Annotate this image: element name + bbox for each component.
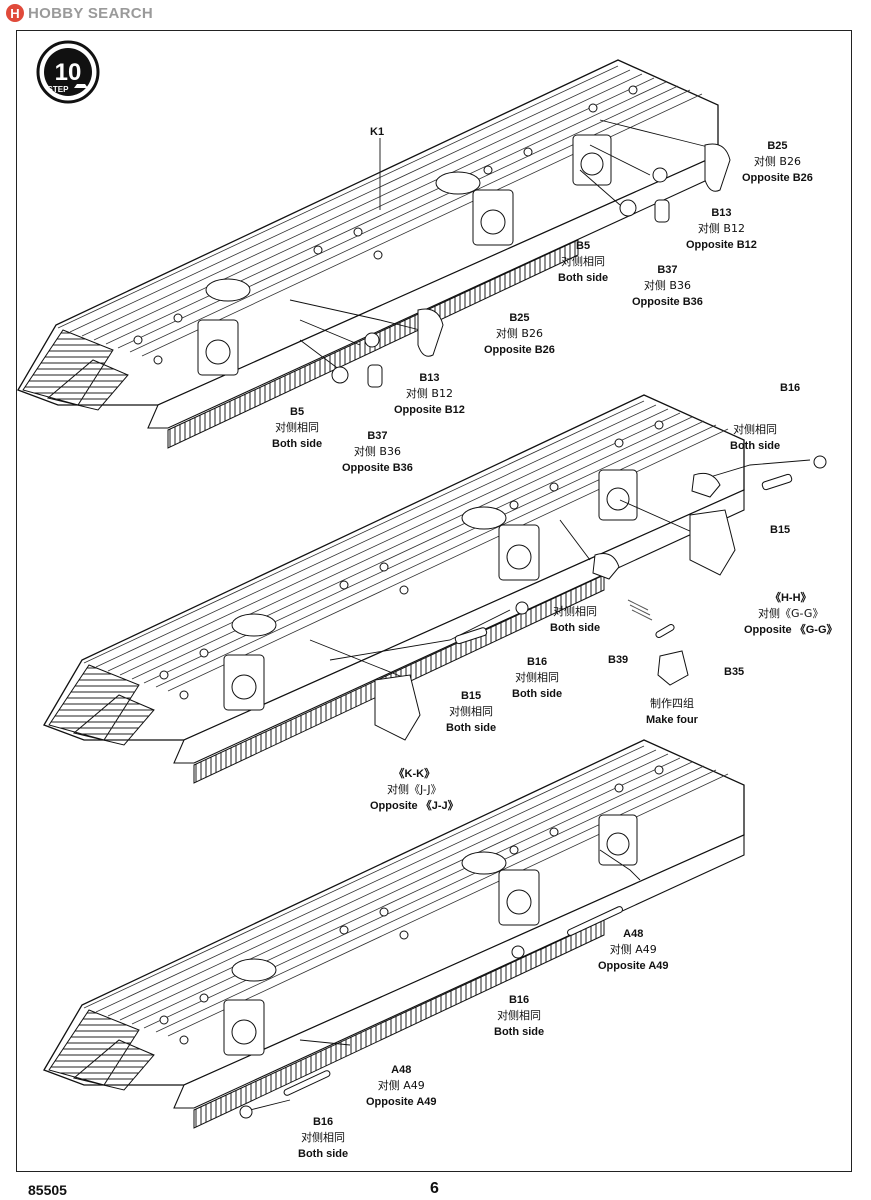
instruction-frame xyxy=(16,30,852,1172)
small-parts-1 xyxy=(331,143,731,388)
model-number: 85505 xyxy=(28,1182,67,1198)
hull-view-1 xyxy=(17,59,719,449)
page-number: 6 xyxy=(430,1180,439,1197)
tank-icon xyxy=(74,84,88,88)
callout-s2-b35: B35 xyxy=(724,666,745,678)
callout-s2-hh: 《H-H》对侧《G-G》Opposite 《G-G》 xyxy=(744,592,838,636)
step-label: STEP xyxy=(48,85,70,94)
part-label-k1: K1 xyxy=(370,126,385,138)
small-parts-3 xyxy=(239,906,623,1119)
step-badge: 10 STEP xyxy=(36,40,100,104)
callout-s2-kk: 《K-K》对侧《J-J》Opposite 《J-J》 xyxy=(370,768,459,812)
callout-s2-b16-right: B16 xyxy=(780,382,801,394)
hatched-arrow-icon xyxy=(627,599,653,621)
watermark-text: HOBBY SEARCH xyxy=(28,4,154,22)
step-number: 10 xyxy=(55,59,82,86)
hobby-search-logo-icon: H xyxy=(6,4,24,22)
small-parts-2 xyxy=(374,455,827,741)
callout-s2-b39: B39 xyxy=(608,654,629,666)
callout-s2-b15-right: B15 xyxy=(770,524,791,536)
hobby-search-watermark: H HOBBY SEARCH xyxy=(6,4,153,22)
